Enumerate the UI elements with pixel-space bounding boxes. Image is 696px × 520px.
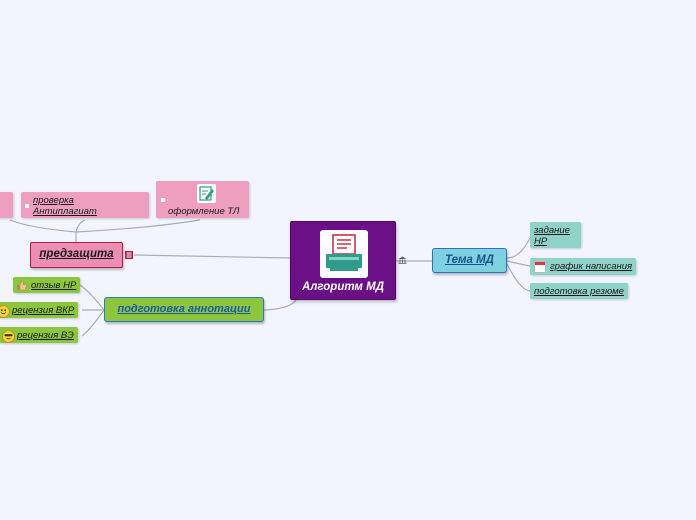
central-topic[interactable]: Алгоритм МД [290, 221, 396, 300]
subtopic-proverka-antiplagiat[interactable]: проверка Антиплагиат [21, 192, 149, 218]
subtopic-label: оформление ТЛ [168, 206, 240, 217]
connector-central-left-top [133, 254, 291, 259]
subtopic-label: график написания [550, 261, 633, 272]
topic-predzashchita-label: предзащита [39, 248, 114, 260]
subtopic-label-line1: проверка [33, 195, 74, 206]
subtopic-zadanie-nr[interactable]: задание НР [530, 222, 581, 248]
subtopic-label-line2: НР [534, 236, 548, 247]
connector-right-3 [506, 263, 531, 292]
calendar-icon [534, 261, 546, 273]
subtopic-offscreen[interactable] [0, 192, 13, 218]
topic-tema-md-label: Тема МД [445, 254, 494, 266]
connector-central-left-bottom [263, 299, 297, 311]
thumbs-up-icon [16, 280, 27, 291]
printer-document-icon [320, 230, 368, 278]
smiley-icon [0, 305, 10, 318]
subtopic-label: рецензия ВКР [12, 305, 75, 316]
topic-tema-md[interactable]: Тема МД [432, 248, 507, 273]
bank-icon [398, 256, 407, 266]
subtopic-otzyv-nr[interactable]: отзыв НР [13, 277, 81, 293]
cool-face-icon [2, 330, 15, 343]
list-icon [125, 251, 133, 261]
subtopic-label: отзыв НР [31, 280, 77, 291]
subtopic-label: рецензия ВЭ [17, 330, 74, 341]
edit-document-icon [197, 184, 216, 203]
subtopic-oformlenie-tl[interactable]: оформление ТЛ [156, 181, 249, 218]
central-topic-label: Алгоритм МД [301, 281, 385, 293]
subtopic-label-line1: задание [534, 225, 570, 236]
subtopic-label: подготовка резюме [534, 286, 624, 297]
subtopic-label-line2: Антиплагиат [33, 206, 97, 217]
bullet-icon [25, 204, 29, 208]
connector-bottom-1 [79, 284, 105, 311]
topic-podgotovka-annotatsii[interactable]: подготовка аннотации [104, 297, 264, 322]
subtopic-retsenziya-vkr[interactable]: рецензия ВКР [0, 302, 79, 318]
connector-right-2 [506, 260, 531, 267]
topic-podgotovka-annotatsii-label: подготовка аннотации [117, 303, 251, 315]
connector-right-1 [506, 237, 531, 259]
connector-top-2 [75, 219, 201, 233]
bullet-icon [161, 198, 165, 202]
subtopic-grafik-napisaniya[interactable]: график написания [530, 258, 637, 275]
subtopic-podgotovka-rezyume[interactable]: подготовка резюме [530, 283, 628, 299]
connector-top-offscreen [9, 219, 77, 233]
subtopic-retsenziya-ve[interactable]: рецензия ВЭ [0, 327, 78, 343]
topic-predzashchita[interactable]: предзащита [30, 242, 123, 268]
connector-bottom-3 [81, 309, 105, 337]
